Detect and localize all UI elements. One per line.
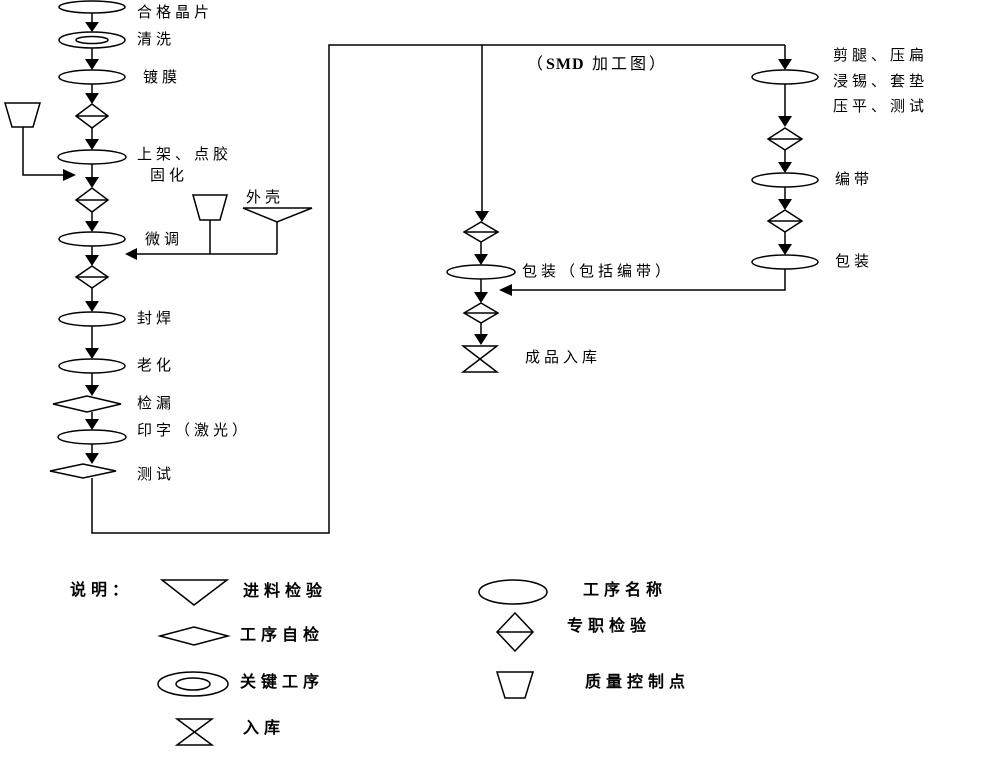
- down-arrow-icon: [474, 334, 488, 345]
- label-test: 测试: [137, 466, 176, 483]
- label-leak-test: 检漏: [137, 395, 176, 412]
- diagram-title: （SMD 加工图）: [527, 50, 668, 74]
- legend-heading: 说明：: [70, 582, 134, 599]
- warehouse-bowtie: [460, 345, 500, 373]
- label-packing: 包装: [835, 253, 874, 270]
- self-check-diamond-test: [49, 463, 117, 479]
- process-name-ellipse-icon: [478, 579, 548, 605]
- down-arrow-icon: [85, 385, 99, 396]
- qc-trapezoid-icon: [495, 671, 535, 699]
- qc-connector: [22, 127, 63, 176]
- title-smd: SMD: [546, 56, 585, 73]
- label-marking-laser: 印字（激光）: [137, 422, 252, 439]
- process-ellipse-taping: [751, 172, 819, 188]
- left-arrow-icon: [499, 284, 512, 296]
- down-arrow-icon: [778, 116, 792, 127]
- label-taping: 编带: [835, 171, 874, 188]
- loop-connector: [91, 44, 785, 534]
- down-arrow-icon: [85, 221, 99, 232]
- process-ellipse-aging: [58, 358, 126, 374]
- legend-shapes: [157, 579, 548, 746]
- legend-label-warehouse-in: 入库: [243, 720, 286, 737]
- process-ellipse-packing: [751, 254, 819, 270]
- left-arrow-icon: [125, 248, 137, 260]
- legend-label-key-process: 关键工序: [240, 674, 325, 691]
- label-fine-tune: 微调: [145, 231, 184, 248]
- process-ellipse-packing-taping: [446, 264, 516, 280]
- incoming-inspection-triangle-icon: [159, 579, 230, 606]
- down-arrow-icon: [85, 22, 99, 32]
- down-arrow-icon: [475, 211, 489, 222]
- process-ellipse-fine-tune: [58, 231, 126, 247]
- label-trim-press-line2: 浸锡、套垫: [833, 73, 929, 90]
- down-arrow-icon: [85, 177, 99, 188]
- title-open-paren: （: [527, 56, 547, 73]
- label-curing: 固化: [150, 167, 189, 184]
- label-coating: 镀膜: [143, 69, 182, 86]
- down-arrow-icon: [778, 244, 792, 255]
- label-seal-weld: 封焊: [137, 310, 176, 327]
- process-ellipse-marking: [57, 429, 127, 445]
- process-ellipse-rack-dispense: [57, 149, 127, 165]
- label-packing-taping: 包装（包括编带）: [522, 263, 675, 280]
- legend-label-process-name: 工序名称: [583, 582, 668, 599]
- down-arrow-icon: [778, 59, 792, 70]
- label-housing: 外壳: [246, 189, 285, 206]
- key-process-ellipse-cleaning-outer: [58, 31, 126, 49]
- down-arrow-icon: [474, 292, 488, 303]
- self-check-diamond-leak-test: [52, 395, 122, 413]
- label-cleaning: 清洗: [137, 31, 176, 48]
- key-process-ellipse-icon-inner: [175, 677, 211, 691]
- process-ellipse-seal-weld: [58, 311, 126, 327]
- label-trim-press-line3: 压平、测试: [833, 98, 929, 115]
- process-ellipse-coating: [58, 69, 126, 85]
- down-arrow-icon: [474, 254, 488, 265]
- down-arrow-icon: [85, 348, 99, 359]
- self-check-diamond-icon: [157, 626, 231, 646]
- down-arrow-icon: [85, 301, 99, 312]
- down-arrow-icon: [85, 139, 99, 150]
- down-arrow-icon: [85, 255, 99, 266]
- down-arrow-icon: [85, 419, 99, 430]
- right-to-middle-connector: [512, 269, 786, 291]
- label-finished-storage: 成品入库: [525, 349, 602, 366]
- right-flow: [751, 45, 819, 270]
- qc-trapezoid: [4, 102, 41, 128]
- key-process-ellipse-icon-outer: [157, 671, 229, 697]
- middle-flow: [446, 45, 786, 373]
- down-arrow-icon: [778, 199, 792, 210]
- down-arrow-icon: [85, 453, 99, 464]
- label-rack-dispense: 上架、点胶: [137, 146, 233, 163]
- incoming-inspection-triangle: [242, 207, 313, 223]
- down-arrow-icon: [85, 93, 99, 104]
- warehouse-bowtie-icon: [174, 718, 215, 746]
- qc-trapezoid: [192, 194, 228, 221]
- down-arrow-icon: [778, 162, 792, 173]
- title-rest: 加工图）: [584, 56, 669, 73]
- legend-label-dedicated-inspection: 专职检验: [567, 618, 652, 635]
- legend-label-incoming-inspection: 进料检验: [243, 583, 328, 600]
- label-trim-press-line1: 剪腿、压扁: [833, 47, 929, 64]
- down-arrow-icon: [85, 59, 99, 70]
- label-aging: 老化: [137, 357, 176, 374]
- process-ellipse-qualified-wafer: [58, 0, 126, 14]
- legend-label-qc-point: 质量控制点: [585, 674, 691, 691]
- key-process-ellipse-cleaning-inner: [75, 35, 109, 45]
- legend-label-self-check: 工序自检: [240, 627, 325, 644]
- label-qualified-wafer: 合格晶片: [137, 4, 214, 21]
- left-flow: [4, 0, 785, 534]
- process-ellipse-trim-press: [751, 69, 819, 85]
- right-arrow-icon: [63, 169, 76, 181]
